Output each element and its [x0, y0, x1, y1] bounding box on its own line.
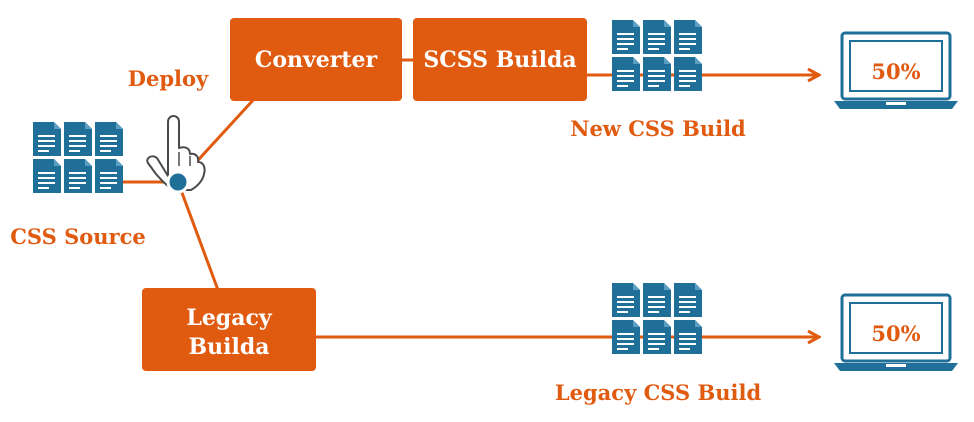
legacy-css-build-label: Legacy CSS Build — [555, 380, 762, 405]
legacy-builda-label-line2: Builda — [189, 334, 270, 360]
converter-label: Converter — [255, 47, 378, 73]
new-css-build-label: New CSS Build — [570, 116, 746, 141]
legacy-builda-box: Legacy Builda — [142, 288, 316, 371]
legacy-builda-label-line1: Legacy — [186, 305, 272, 331]
switch-to-legacy-line — [176, 181, 220, 291]
css-source-label: CSS Source — [10, 224, 146, 249]
new-css-build-file-stack-icon — [612, 20, 702, 91]
new-build-percent: 50% — [871, 59, 920, 84]
converter-box: Converter — [230, 18, 402, 101]
pointing-hand-icon — [146, 115, 206, 191]
scss-builda-box: SCSS Builda — [413, 18, 587, 101]
deploy-label: Deploy — [128, 66, 209, 91]
legacy-css-build-file-stack-icon — [612, 283, 702, 354]
css-source-file-stack-icon — [33, 122, 123, 193]
scss-builda-label: SCSS Builda — [423, 47, 576, 73]
legacy-build-percent: 50% — [871, 321, 920, 346]
junction-dot-icon — [166, 170, 190, 194]
